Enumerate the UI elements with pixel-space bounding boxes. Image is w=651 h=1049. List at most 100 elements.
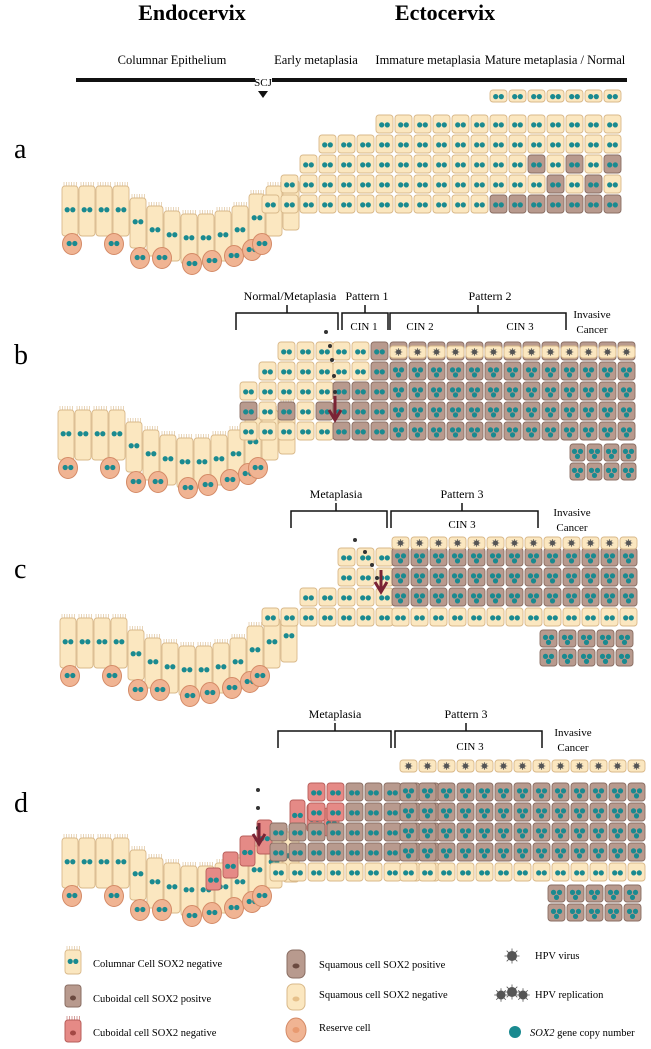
sox2-nucleus bbox=[392, 830, 398, 836]
sox2-nucleus bbox=[373, 830, 379, 836]
sox2-nucleus bbox=[387, 850, 393, 856]
sox2-positive-cell bbox=[326, 842, 345, 862]
sox2-nucleus bbox=[283, 633, 289, 639]
sox2-nucleus bbox=[441, 870, 447, 876]
hpv-spike bbox=[549, 543, 552, 546]
hpv-spike bbox=[513, 349, 516, 352]
sox2-nucleus bbox=[473, 578, 480, 584]
sox2-nucleus bbox=[607, 889, 614, 895]
columnar-cell bbox=[74, 409, 92, 461]
sox2-positive-cell bbox=[370, 421, 389, 441]
sox2-nucleus bbox=[536, 182, 542, 188]
sox2-nucleus bbox=[341, 389, 347, 395]
sox2-positive-cell bbox=[269, 842, 288, 862]
hpv-spike bbox=[473, 543, 476, 546]
sox2-nucleus bbox=[374, 409, 380, 415]
sox2-nucleus bbox=[497, 848, 504, 854]
sox2-nucleus bbox=[536, 162, 542, 168]
sox2-positive-cell bbox=[408, 381, 427, 401]
sox2-positive-cell bbox=[427, 421, 446, 441]
sox2-nucleus bbox=[246, 898, 252, 905]
cell bbox=[299, 194, 318, 214]
sox2-nucleus bbox=[365, 595, 371, 601]
sox2-nucleus bbox=[569, 367, 576, 373]
cell bbox=[356, 567, 375, 587]
sox2-nucleus bbox=[495, 593, 502, 599]
sox2-nucleus bbox=[591, 913, 598, 919]
sox2-nucleus bbox=[583, 639, 590, 645]
sox2-nucleus bbox=[470, 593, 477, 599]
hpv-spike bbox=[610, 543, 613, 546]
sox2-nucleus bbox=[368, 790, 374, 796]
sox2-nucleus bbox=[544, 407, 551, 413]
sox2-nucleus bbox=[246, 246, 252, 253]
sox2-nucleus bbox=[297, 870, 303, 876]
sox2-nucleus bbox=[561, 634, 568, 640]
sox2-nucleus bbox=[607, 367, 614, 373]
legend-hpv-replication-label: HPV replication bbox=[535, 990, 604, 1001]
sox2-nucleus bbox=[636, 870, 642, 876]
hpv-spike bbox=[424, 763, 427, 766]
cell bbox=[513, 862, 532, 882]
sox2-nucleus bbox=[128, 443, 134, 449]
sox2-positive-cell bbox=[598, 401, 617, 421]
sox2-positive-cell bbox=[345, 842, 364, 862]
sox2-nucleus bbox=[575, 889, 582, 895]
sox2-nucleus bbox=[273, 870, 279, 876]
sox2-nucleus bbox=[130, 651, 136, 657]
sox2-nucleus bbox=[311, 830, 317, 836]
sox2-nucleus bbox=[571, 593, 578, 599]
sox2-nucleus bbox=[517, 142, 523, 148]
sox2-positive-cell bbox=[370, 381, 389, 401]
sox2-nucleus bbox=[455, 142, 461, 148]
sox2-nucleus bbox=[481, 793, 488, 799]
sox2-nucleus bbox=[628, 593, 635, 599]
sox2-nucleus bbox=[166, 232, 172, 238]
sox2-nucleus bbox=[584, 593, 591, 599]
sox2-positive-cell bbox=[546, 174, 565, 194]
sox2-nucleus bbox=[548, 634, 555, 640]
hpv-spike bbox=[618, 766, 621, 769]
sox2-nucleus bbox=[471, 432, 478, 438]
sox2-nucleus bbox=[346, 202, 352, 208]
sox2-nucleus bbox=[379, 349, 385, 355]
columnar-cell bbox=[110, 617, 128, 669]
sox2-nucleus bbox=[544, 387, 551, 393]
cell bbox=[589, 862, 608, 882]
cell bbox=[470, 114, 489, 134]
d-cin3-label: CIN 3 bbox=[456, 741, 484, 753]
sox2-positive-cell bbox=[627, 822, 646, 842]
sox2-nucleus bbox=[623, 412, 630, 418]
sox2-positive-cell bbox=[558, 648, 577, 667]
b-pattern1-label: Pattern 1 bbox=[346, 289, 389, 303]
cell bbox=[508, 89, 527, 103]
d-metaplasia-label: Metaplasia bbox=[309, 707, 362, 721]
c-cancer-label: Cancer bbox=[556, 522, 587, 534]
cell bbox=[288, 862, 307, 882]
sox2-nucleus bbox=[212, 909, 218, 916]
sox2-nucleus bbox=[100, 431, 106, 437]
sox2-nucleus bbox=[422, 162, 428, 168]
hpv-spike bbox=[433, 349, 436, 352]
sox2-nucleus bbox=[273, 830, 279, 836]
b-cin1-label: CIN 1 bbox=[350, 321, 377, 333]
sox2-nucleus bbox=[292, 812, 298, 819]
sox2-nucleus bbox=[595, 793, 602, 799]
sox2-nucleus bbox=[281, 389, 287, 395]
sox2-nucleus bbox=[64, 207, 70, 213]
sox2-nucleus bbox=[481, 813, 488, 819]
reserve-cell bbox=[250, 665, 270, 687]
sox2-positive-cell bbox=[465, 381, 484, 401]
sox2-nucleus bbox=[400, 553, 407, 559]
sox2-positive-cell bbox=[541, 361, 560, 381]
sox2-nucleus bbox=[610, 894, 617, 900]
sox2-positive-cell bbox=[391, 587, 410, 607]
sox2-nucleus bbox=[511, 598, 518, 604]
sox2-positive-cell bbox=[513, 802, 532, 822]
sox2-nucleus bbox=[566, 392, 573, 398]
hpv-spike bbox=[481, 766, 484, 769]
sox2-nucleus bbox=[550, 182, 556, 188]
hpv-spike bbox=[576, 766, 579, 769]
sox2-nucleus bbox=[459, 808, 466, 814]
sox2-nucleus bbox=[546, 593, 553, 599]
